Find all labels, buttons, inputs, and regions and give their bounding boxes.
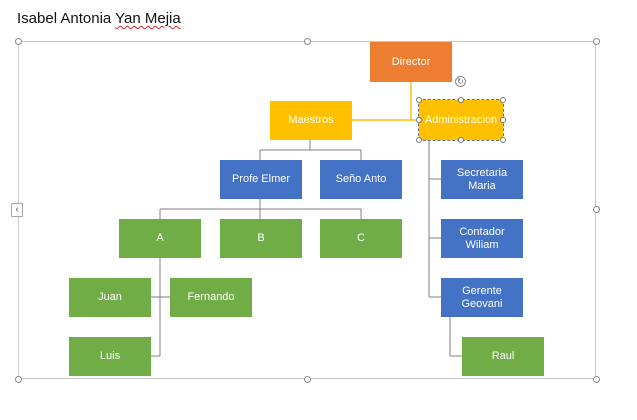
selection-handle-tr[interactable] <box>500 97 506 103</box>
gray-connectors <box>150 140 462 357</box>
text-pane-toggle[interactable]: ‹ <box>11 203 23 217</box>
node-juan[interactable]: Juan <box>69 278 151 317</box>
node-c[interactable]: C <box>320 219 402 258</box>
node-contador-wiliam[interactable]: Contador Wiliam <box>441 219 523 258</box>
canvas-resize-handle-tm[interactable] <box>304 38 311 45</box>
selection-handle-br[interactable] <box>500 137 506 143</box>
canvas-resize-handle-tl[interactable] <box>15 38 22 45</box>
node-director[interactable]: Director <box>370 42 452 82</box>
selection-handle-tl[interactable] <box>416 97 422 103</box>
node-raul[interactable]: Raul <box>462 337 544 376</box>
node-gerente-geovani[interactable]: Gerente Geovani <box>441 278 523 317</box>
node-profe-elmer[interactable]: Profe Elmer <box>220 160 302 199</box>
node-secretaria-maria[interactable]: Secretaria Maria <box>441 160 523 199</box>
node-maestros[interactable]: Maestros <box>270 101 352 140</box>
selection-handle-ml[interactable] <box>416 117 422 123</box>
canvas-resize-handle-tr[interactable] <box>593 38 600 45</box>
node-b[interactable]: B <box>220 219 302 258</box>
gold-connectors <box>351 82 419 121</box>
canvas-resize-handle-bl[interactable] <box>15 376 22 383</box>
canvas-resize-handle-br[interactable] <box>593 376 600 383</box>
selection-handle-bl[interactable] <box>416 137 422 143</box>
node-administracion-assistant[interactable]: Administracion <box>418 99 504 141</box>
node-seno-anto[interactable]: Seño Anto <box>320 160 402 199</box>
document-text-line[interactable]: Isabel Antonia Yan Mejia <box>17 10 181 27</box>
chevron-left-icon: ‹ <box>15 204 19 215</box>
author-name-plain: Isabel Antonia <box>17 10 116 27</box>
node-luis[interactable]: Luis <box>69 337 151 376</box>
node-fernando[interactable]: Fernando <box>170 278 252 317</box>
rotate-icon[interactable]: ↻ <box>455 76 466 87</box>
author-name-spellcheck-flagged[interactable]: Yan Mejia <box>115 10 181 27</box>
selection-handle-bm[interactable] <box>458 137 464 143</box>
node-a[interactable]: A <box>119 219 201 258</box>
canvas-resize-handle-mr[interactable] <box>593 206 600 213</box>
selection-handle-mr[interactable] <box>500 117 506 123</box>
canvas-resize-handle-bm[interactable] <box>304 376 311 383</box>
selection-handle-tm[interactable] <box>458 97 464 103</box>
